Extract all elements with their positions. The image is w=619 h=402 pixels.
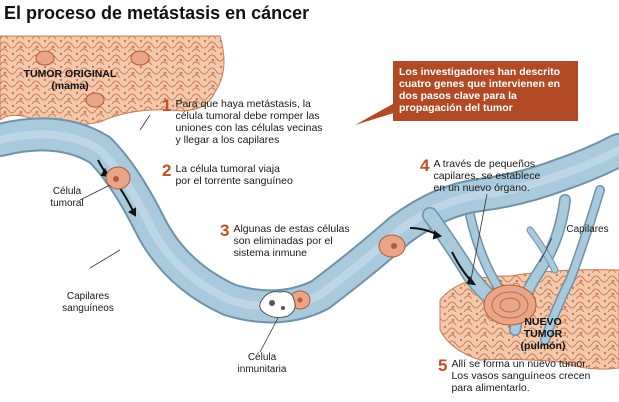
label-line: tumoral	[50, 197, 84, 209]
step-number: 4	[420, 156, 430, 175]
step-text: A través de pequeños	[433, 158, 536, 170]
new-tumor-line1: NUEVO	[524, 316, 562, 328]
step-number: 5	[438, 356, 448, 375]
step-3: 3 Algunas de estas células son eliminada…	[220, 221, 350, 259]
tumor-cell	[105, 166, 131, 190]
step-text: son eliminadas por el	[233, 235, 333, 247]
original-tumor-line2: (mama)	[51, 80, 89, 92]
tumor-cells-in-tissue	[35, 50, 150, 108]
immune-cell-label: Célula inmunitaria	[222, 352, 302, 375]
step-text: Para que haya metástasis, la	[175, 98, 311, 110]
label-line: Capilares	[66, 291, 110, 302]
step-text: por el torrente sanguíneo	[175, 175, 293, 187]
step-text: La célula tumoral viaja	[175, 163, 280, 175]
step-text: Algunas de estas células	[233, 223, 350, 235]
label-line: inmunitaria	[237, 363, 287, 375]
capillaries-label: Capilares	[566, 224, 609, 235]
original-tumor-label: TUMOR ORIGINAL (mama)	[10, 68, 130, 92]
original-tumor-line1: TUMOR ORIGINAL	[23, 68, 117, 80]
step-text: y llegar a los capilares	[175, 134, 280, 146]
step-text: Los vasos sanguíneos crecen	[451, 370, 591, 382]
step-number: 1	[162, 96, 172, 115]
original-tumor-tissue	[0, 35, 225, 126]
tumor-cell-migrating	[378, 234, 406, 258]
step-text: uniones con las células vecinas	[175, 122, 323, 134]
step-text: para alimentarlo.	[451, 382, 530, 394]
step-text: capilares, se establece	[433, 170, 541, 182]
step-5: 5 Allí se forma un nuevo tumor. Los vaso…	[438, 356, 591, 394]
research-callout: Los investigadores han descrito cuatro g…	[393, 61, 578, 121]
new-tumor-line3: (pulmón)	[520, 340, 566, 352]
tumor-cell-label: Célula tumoral	[42, 186, 92, 209]
leader-lines	[79, 114, 553, 353]
label-line: Célula	[52, 186, 82, 197]
step-text: célula tumoral debe romper las	[175, 110, 320, 122]
step-2: 2 La célula tumoral viaja por el torrent…	[162, 161, 293, 187]
step-text: sistema inmune	[233, 247, 307, 259]
step-text: Allí se forma un nuevo tumor.	[451, 358, 589, 370]
step-text: en un nuevo órgano.	[433, 182, 530, 194]
new-tumor-mass	[483, 284, 537, 326]
new-tumor-label: NUEVO TUMOR (pulmón)	[498, 316, 588, 352]
new-tumor-line2: TUMOR	[523, 328, 563, 340]
label-line: sanguíneos	[62, 302, 114, 314]
immune-cell	[259, 291, 296, 319]
step-4: 4 A través de pequeños capilares, se est…	[420, 156, 541, 194]
step-number: 3	[220, 221, 230, 240]
page-title: El proceso de metástasis en cáncer	[4, 3, 310, 23]
label-line: Célula	[247, 352, 277, 363]
step-1: 1 Para que haya metástasis, la célula tu…	[162, 96, 323, 146]
step-number: 2	[162, 161, 172, 180]
blood-capillaries-label: Capilares sanguíneos	[48, 291, 128, 314]
